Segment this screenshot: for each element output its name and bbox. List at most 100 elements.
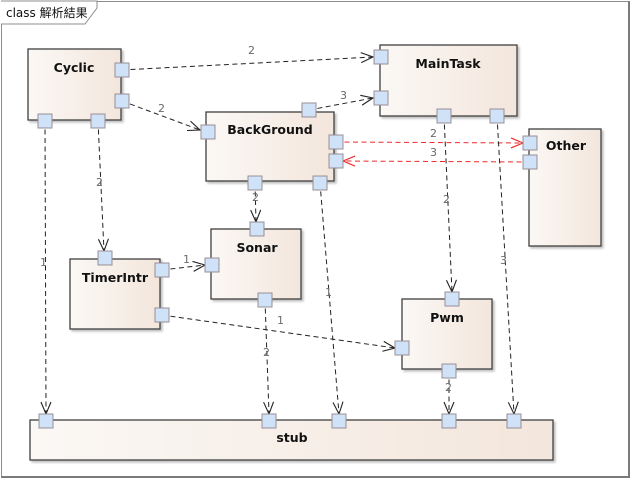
edge-line[interactable] [161, 314, 396, 349]
edge-line[interactable] [161, 264, 206, 271]
port-icon[interactable] [154, 307, 170, 323]
class-node-stub[interactable]: stub [29, 413, 554, 461]
port-icon[interactable] [97, 250, 113, 266]
class-node-pwm[interactable]: Pwm [394, 291, 493, 379]
class-node-background[interactable]: BackGround [200, 102, 344, 191]
arrowhead-icon [360, 94, 375, 106]
arrowhead-icon [186, 120, 202, 132]
dependency-edge-background-to-maintask[interactable]: 3 [308, 89, 375, 111]
port-icon[interactable] [312, 175, 328, 191]
edge-line[interactable] [121, 100, 201, 131]
class-name: Pwm [430, 310, 464, 325]
dependency-edge-cyclic-to-timerintr[interactable]: 2 [96, 120, 109, 253]
class-box[interactable] [379, 44, 518, 117]
class-name: stub [276, 430, 307, 445]
class-node-cyclic[interactable]: Cyclic [27, 48, 130, 129]
port-icon[interactable] [200, 124, 216, 140]
port-icon[interactable] [257, 292, 273, 308]
port-icon[interactable] [328, 134, 344, 150]
edge-count-label: 3 [340, 89, 347, 102]
class-node-timerintr[interactable]: TimerIntr [69, 250, 170, 330]
port-icon[interactable] [249, 221, 265, 237]
edge-line[interactable] [97, 120, 105, 252]
edge-count-label: 2 [248, 44, 255, 57]
port-icon[interactable] [37, 113, 53, 129]
class-node-other[interactable]: Other [522, 128, 602, 247]
class-name: BackGround [227, 122, 312, 137]
class-name: TimerIntr [82, 270, 149, 285]
edge-count-label: 2 [96, 176, 103, 189]
dependency-edge-other-to-background[interactable]: 3 [341, 146, 531, 167]
port-icon[interactable] [436, 108, 452, 124]
class-box[interactable] [401, 298, 493, 370]
edge-line[interactable] [308, 97, 374, 111]
dependency-edge-background-to-other[interactable]: 2 [335, 127, 525, 149]
port-icon[interactable] [38, 413, 54, 429]
edge-line[interactable] [44, 120, 47, 415]
class-name: Sonar [236, 240, 278, 255]
class-name: Cyclic [54, 60, 95, 75]
port-icon[interactable] [441, 413, 457, 429]
port-icon[interactable] [90, 113, 106, 129]
frame-title-tab: class 解析結果 [1, 0, 98, 25]
edge-count-label: 1 [40, 256, 47, 269]
edge-count-label: 1 [183, 253, 190, 266]
port-icon[interactable] [373, 49, 389, 65]
port-icon[interactable] [444, 291, 460, 307]
dependency-edge-maintask-to-stub[interactable]: 3 [496, 115, 519, 416]
dependency-edge-timerintr-to-pwm[interactable]: 1 [161, 314, 397, 352]
port-icon[interactable] [489, 108, 505, 124]
dependency-edge-cyclic-to-stub[interactable]: 1 [40, 120, 52, 416]
port-icon[interactable] [154, 262, 170, 278]
port-icon[interactable] [522, 154, 538, 170]
class-box[interactable] [528, 128, 602, 247]
port-icon[interactable] [261, 413, 277, 429]
port-icon[interactable] [506, 413, 522, 429]
class-box[interactable] [210, 228, 302, 300]
class-name: MainTask [415, 56, 481, 71]
port-icon[interactable] [114, 93, 130, 109]
class-box[interactable] [27, 48, 122, 121]
edge-line[interactable] [335, 141, 524, 144]
edge-line[interactable] [443, 115, 453, 293]
port-icon[interactable] [204, 257, 220, 273]
port-icon[interactable] [441, 363, 457, 379]
dependency-edge-cyclic-to-background[interactable]: 2 [121, 100, 202, 132]
edge-count-label: 1 [277, 314, 284, 327]
edge-line[interactable] [496, 115, 515, 415]
edge-count-label: 2 [252, 191, 259, 204]
edge-line[interactable] [342, 160, 531, 163]
class-box[interactable] [29, 419, 554, 461]
port-icon[interactable] [301, 102, 317, 118]
port-icon[interactable] [394, 340, 410, 356]
dependency-edge-sonar-to-stub[interactable]: 2 [263, 299, 275, 416]
port-icon[interactable] [328, 153, 344, 169]
arrowhead-icon [360, 52, 375, 64]
class-box[interactable] [205, 111, 335, 182]
port-icon[interactable] [247, 175, 263, 191]
class-box[interactable] [69, 258, 161, 330]
edge-count-label: 3 [500, 254, 507, 267]
dependency-edge-cyclic-to-maintask[interactable]: 2 [121, 44, 375, 71]
port-icon[interactable] [373, 90, 389, 106]
class-node-maintask[interactable]: MainTask [373, 44, 518, 124]
port-icon[interactable] [114, 62, 130, 78]
class-name: Other [546, 138, 587, 153]
edge-count-label: 2 [430, 127, 437, 140]
class-node-sonar[interactable]: Sonar [204, 221, 302, 308]
frame-title: class 解析結果 [6, 6, 88, 20]
edge-line[interactable] [264, 299, 270, 415]
edge-line[interactable] [254, 182, 257, 223]
arrowhead-icon [192, 260, 207, 272]
edge-line[interactable] [121, 56, 374, 71]
dependency-edge-background-to-stub[interactable]: 1 [319, 182, 344, 416]
port-icon[interactable] [331, 413, 347, 429]
edge-line[interactable] [319, 182, 340, 415]
edge-count-label: 1 [325, 286, 332, 299]
port-icon[interactable] [522, 135, 538, 151]
edge-count-label: 3 [430, 146, 437, 159]
edge-count-label: 2 [158, 102, 165, 115]
edge-count-label: 2 [443, 193, 450, 206]
